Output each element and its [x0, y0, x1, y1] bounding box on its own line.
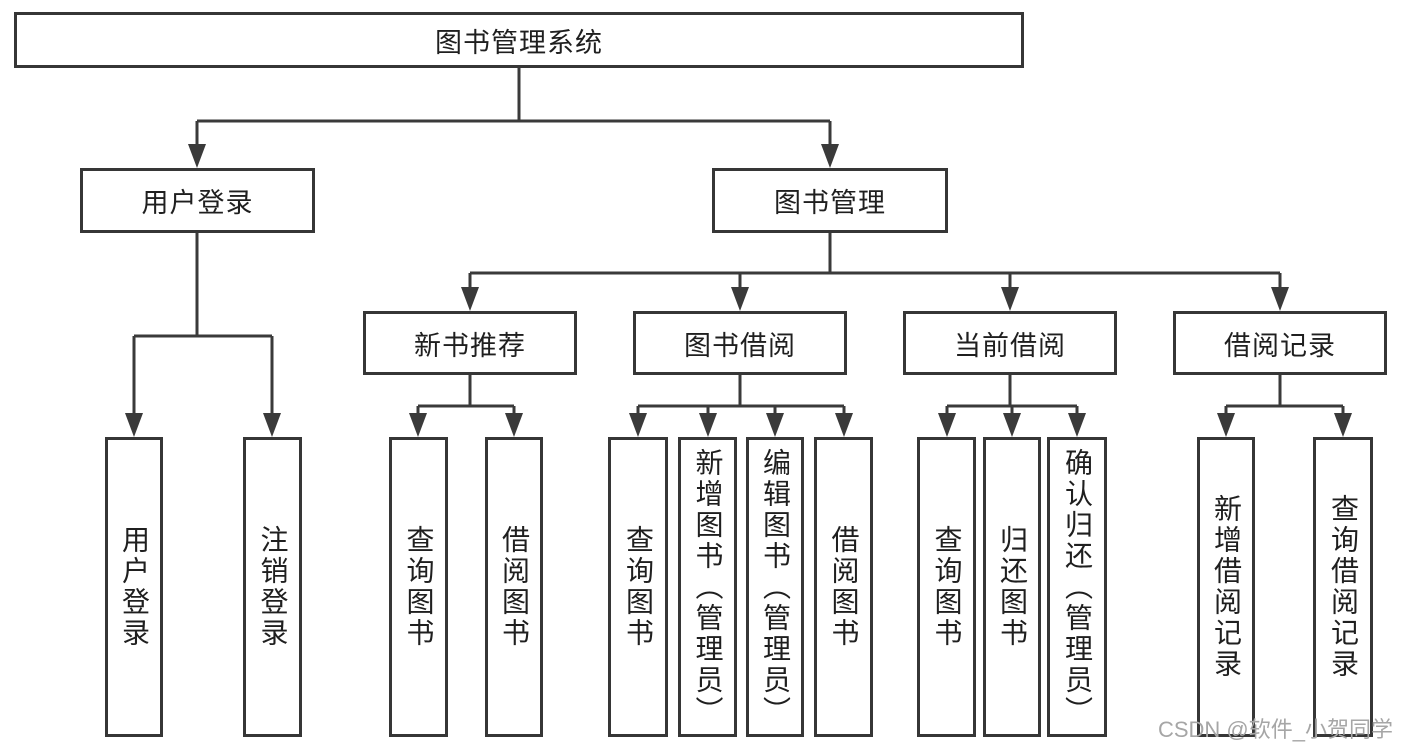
node-new-book-recommendation: 新书推荐 — [363, 311, 577, 375]
arrow-down-icon — [1068, 413, 1086, 437]
node-label: 借阅图书 — [499, 525, 530, 649]
leaf-query-books-recommend: 查询图书 — [389, 437, 448, 737]
arrow-down-icon — [461, 287, 479, 311]
leaf-logout: 注销登录 — [243, 437, 302, 737]
leaf-query-books-borrowing: 查询图书 — [608, 437, 668, 737]
arrow-down-icon — [1334, 413, 1352, 437]
node-label: 新书推荐 — [414, 330, 526, 361]
node-library-management-system: 图书管理系统 — [14, 12, 1024, 68]
arrow-down-icon — [1271, 287, 1289, 311]
node-label: 查询图书 — [403, 525, 435, 649]
arrow-down-icon — [409, 413, 427, 437]
leaf-user-login: 用户登录 — [105, 437, 163, 737]
node-label: 用户登录 — [119, 525, 150, 649]
node-label: 图书管理 — [774, 188, 886, 218]
arrow-down-icon — [1217, 413, 1235, 437]
leaf-query-borrow-record: 查询借阅记录 — [1313, 437, 1373, 737]
arrow-down-icon — [938, 413, 956, 437]
arrow-down-icon — [821, 144, 839, 168]
node-label: 新增借阅记录 — [1211, 494, 1242, 680]
leaf-borrow-books-recommend: 借阅图书 — [485, 437, 543, 737]
arrow-down-icon — [505, 413, 523, 437]
node-label: 确认归还（管理员） — [1062, 447, 1093, 727]
arrow-down-icon — [188, 144, 206, 168]
arrow-down-icon — [766, 413, 784, 437]
leaf-add-books-admin: 新增图书（管理员） — [678, 437, 737, 737]
leaf-borrow-books-borrowing: 借阅图书 — [814, 437, 873, 737]
arrow-down-icon — [629, 413, 647, 437]
node-label: 当前借阅 — [954, 330, 1066, 361]
node-label: 借阅图书 — [828, 525, 860, 649]
node-label: 归还图书 — [997, 525, 1028, 649]
node-label: 编辑图书（管理员） — [760, 447, 791, 727]
node-label: 注销登录 — [257, 525, 289, 649]
arrow-down-icon — [835, 413, 853, 437]
leaf-confirm-return-admin: 确认归还（管理员） — [1047, 437, 1107, 737]
node-label: 新增图书（管理员） — [692, 447, 724, 727]
arrow-down-icon — [1001, 287, 1019, 311]
node-book-borrowing: 图书借阅 — [633, 311, 847, 375]
node-label: 查询图书 — [623, 525, 654, 649]
leaf-edit-books-admin: 编辑图书（管理员） — [746, 437, 804, 737]
leaf-add-borrow-record: 新增借阅记录 — [1197, 437, 1255, 737]
arrow-down-icon — [125, 413, 143, 437]
node-label: 查询图书 — [931, 525, 963, 649]
arrow-down-icon — [1003, 413, 1021, 437]
node-book-management: 图书管理 — [712, 168, 948, 233]
node-label: 借阅记录 — [1224, 330, 1336, 361]
node-label: 查询借阅记录 — [1328, 494, 1359, 680]
node-label: 图书管理系统 — [435, 27, 603, 58]
node-borrowing-records: 借阅记录 — [1173, 311, 1387, 375]
arrow-down-icon — [731, 287, 749, 311]
leaf-query-books-current: 查询图书 — [917, 437, 976, 737]
arrow-down-icon — [263, 413, 281, 437]
node-user-login-branch: 用户登录 — [80, 168, 315, 233]
csdn-watermark: CSDN @软件_小贺同学 — [1157, 717, 1393, 742]
leaf-return-books: 归还图书 — [983, 437, 1041, 737]
node-current-borrowing: 当前借阅 — [903, 311, 1117, 375]
arrow-down-icon — [699, 413, 717, 437]
node-label: 用户登录 — [141, 188, 254, 218]
node-label: 图书借阅 — [684, 330, 796, 361]
